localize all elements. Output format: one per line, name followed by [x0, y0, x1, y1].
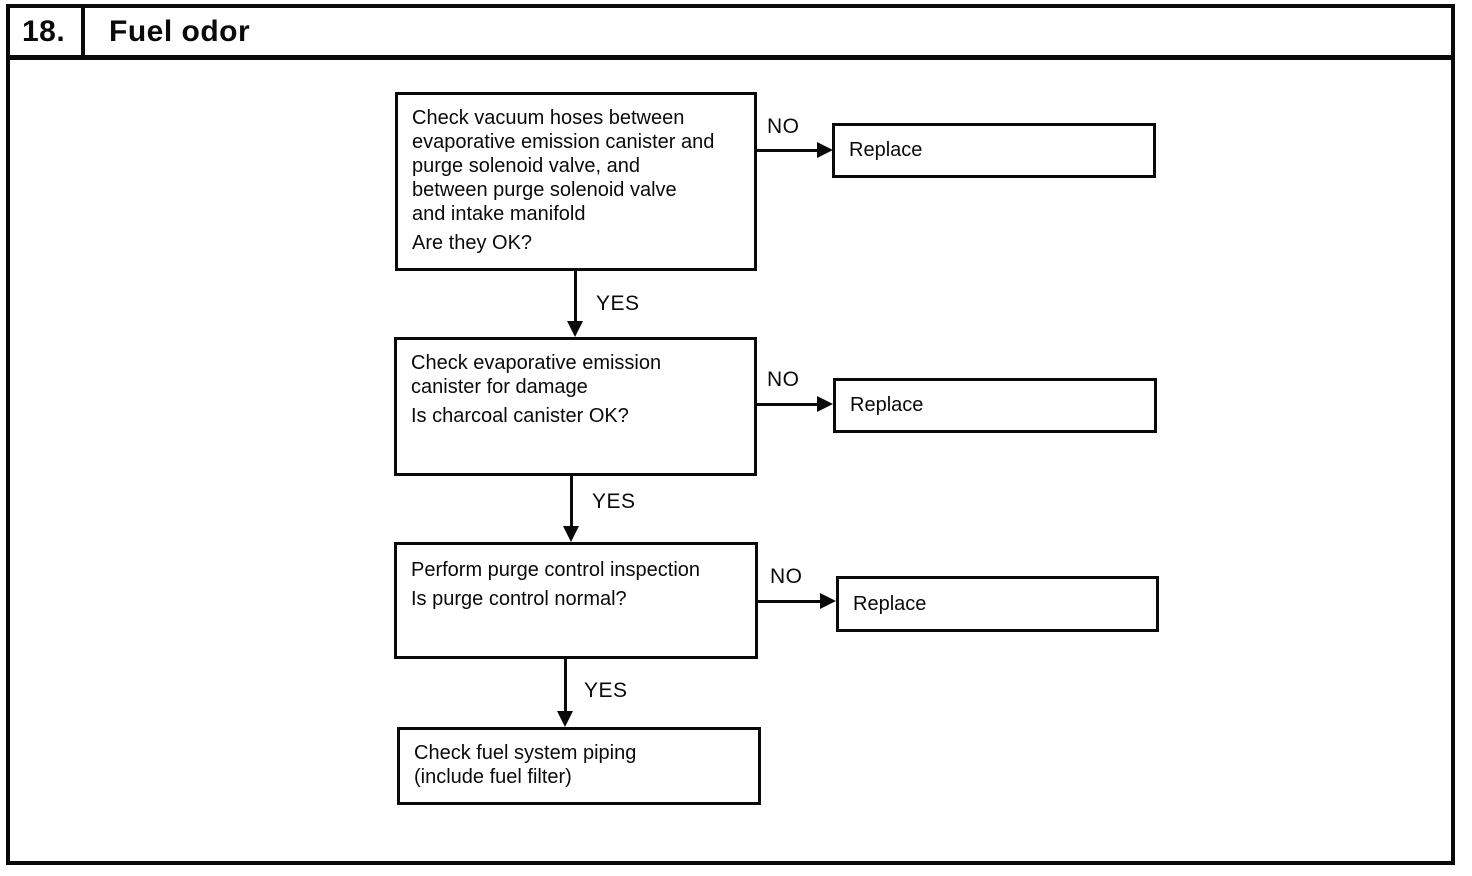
no-branch-label: NO — [767, 368, 800, 391]
arrow-right-icon — [820, 593, 836, 609]
no-branch-connector — [757, 149, 819, 152]
step-text-line: (include fuel filter) — [414, 766, 572, 788]
step-text-line: and intake manifold — [412, 203, 586, 225]
step-text-line: Check vacuum hoses between — [412, 107, 685, 129]
no-branch-label: NO — [767, 115, 800, 138]
step-text-line: Check evaporative emission — [411, 352, 662, 374]
diagram-frame: 18. Fuel odor — [6, 4, 1455, 865]
no-branch-connector — [757, 403, 819, 406]
step-text-line: evaporative emission canister and — [412, 131, 715, 153]
yes-branch-label: YES — [584, 679, 628, 702]
page-title: Fuel odor — [109, 14, 251, 48]
step-question: Are they OK? — [412, 232, 533, 254]
step-text-line: Check fuel system piping — [414, 742, 637, 764]
step-question: Is purge control normal? — [411, 588, 627, 610]
step-text-line: purge solenoid valve, and — [412, 155, 640, 177]
step-text-line: canister for damage — [411, 376, 588, 398]
no-branch-label: NO — [770, 565, 803, 588]
step-text-line: Perform purge control inspection — [411, 559, 701, 581]
yes-branch-label: YES — [596, 292, 640, 315]
flow-step-3-box: Perform purge control inspection Is purg… — [394, 542, 758, 659]
flow-step-2-box: Check evaporative emission canister for … — [394, 337, 757, 476]
arrow-down-icon — [557, 711, 573, 727]
yes-branch-connector — [570, 476, 573, 526]
arrow-right-icon — [817, 142, 833, 158]
header: 18. Fuel odor — [10, 8, 1451, 60]
no-branch-connector — [758, 600, 822, 603]
flow-action-replace-2: Replace — [833, 378, 1157, 433]
flow-step-4-box: Check fuel system piping (include fuel f… — [397, 727, 761, 805]
flow-step-1-box: Check vacuum hoses between evaporative e… — [395, 92, 757, 271]
step-question: Is charcoal canister OK? — [411, 405, 629, 427]
flow-action-replace-1: Replace — [832, 123, 1156, 178]
step-text-line: between purge solenoid valve — [412, 179, 677, 201]
arrow-right-icon — [817, 396, 833, 412]
yes-branch-connector — [574, 271, 577, 322]
flow-action-replace-3: Replace — [836, 576, 1159, 632]
arrow-down-icon — [563, 526, 579, 542]
yes-branch-connector — [564, 659, 567, 711]
yes-branch-label: YES — [592, 490, 636, 513]
arrow-down-icon — [567, 321, 583, 337]
section-number: 18. — [10, 8, 85, 55]
